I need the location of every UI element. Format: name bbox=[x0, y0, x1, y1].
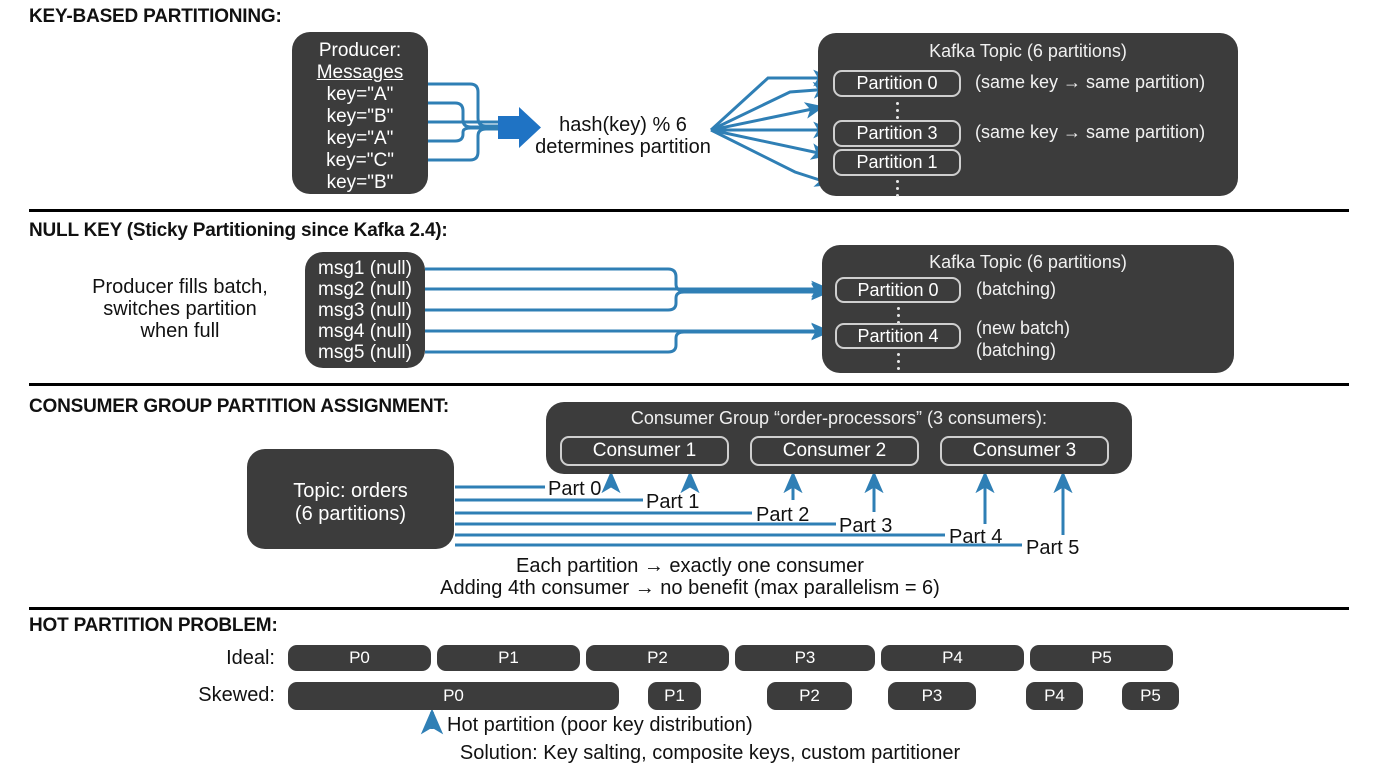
hash-to-partition-wires bbox=[709, 69, 835, 187]
null-key-caption-line1: Producer fills batch, bbox=[92, 276, 268, 298]
bar-label: P0 bbox=[349, 648, 370, 667]
kafka-topic-title: Kafka Topic (6 partitions) bbox=[929, 252, 1127, 272]
vertical-dots-icon bbox=[892, 180, 902, 201]
null-key-producer-box bbox=[305, 252, 425, 368]
skewed-bar-p4[interactable]: P4 bbox=[1026, 682, 1083, 710]
ideal-bar-p0[interactable]: P0 bbox=[288, 645, 431, 671]
ideal-bar-p2[interactable]: P2 bbox=[586, 645, 729, 671]
producer-subtitle: Messages bbox=[316, 62, 404, 83]
partition-note-new-batch: (new batch) bbox=[976, 318, 1071, 338]
hash-formula-line2: determines partition bbox=[535, 136, 711, 158]
partition-label-5: Part 5 bbox=[1026, 537, 1080, 559]
consumer-group-box: Consumer Group “order-processors” (3 con… bbox=[546, 402, 1132, 474]
null-key-message: msg2 (null) bbox=[318, 279, 412, 300]
section-divider-3 bbox=[29, 607, 1349, 610]
partition-chip-label: Partition 1 bbox=[856, 152, 938, 172]
partition-chip-0[interactable]: Partition 0 bbox=[835, 277, 961, 303]
consumer-chip-label: Consumer 3 bbox=[972, 440, 1077, 461]
ideal-bar-p4[interactable]: P4 bbox=[881, 645, 1024, 671]
partition-chip-3[interactable]: Partition 3 bbox=[833, 120, 961, 147]
bar-label: P4 bbox=[942, 648, 963, 667]
null-key-message: msg4 (null) bbox=[318, 321, 412, 342]
consumer-footnote-line1: Each partition → exactly one consumer bbox=[516, 555, 864, 577]
skewed-bar-p0[interactable]: P0 bbox=[288, 682, 619, 710]
bar-label: P2 bbox=[647, 648, 668, 667]
partition-note-3: (same key → same partition) bbox=[975, 122, 1206, 142]
ideal-bar-p1[interactable]: P1 bbox=[437, 645, 580, 671]
null-key-message: msg3 (null) bbox=[318, 300, 412, 321]
skewed-bar-p5[interactable]: P5 bbox=[1122, 682, 1179, 710]
partition-chip-label: Partition 0 bbox=[857, 279, 939, 300]
bar-label: P2 bbox=[799, 686, 820, 705]
partition-note-batching: (batching) bbox=[976, 279, 1057, 299]
bar-label: P5 bbox=[1140, 686, 1161, 705]
partition-chip-0[interactable]: Partition 0 bbox=[833, 70, 961, 97]
null-key-message: msg5 (null) bbox=[318, 342, 412, 363]
bar-label: P1 bbox=[498, 648, 519, 667]
ideal-row-label: Ideal: bbox=[226, 647, 275, 669]
section-divider-1 bbox=[29, 209, 1349, 212]
section-title-key-based: KEY-BASED PARTITIONING: bbox=[29, 6, 282, 27]
null-key-message-wires bbox=[425, 267, 831, 354]
hash-formula-line1: hash(key) % 6 bbox=[559, 114, 687, 136]
partition-chip-label: Partition 0 bbox=[856, 73, 938, 93]
consumer-footnote-line2: Adding 4th consumer → no benefit (max pa… bbox=[440, 577, 940, 599]
partition-chip-4[interactable]: Partition 4 bbox=[835, 323, 961, 349]
partition-chip-1[interactable]: Partition 1 bbox=[833, 149, 961, 176]
partition-label-3: Part 3 bbox=[839, 515, 893, 537]
kafka-topic-title: Kafka Topic (6 partitions) bbox=[929, 41, 1127, 61]
section-title-consumer-group: CONSUMER GROUP PARTITION ASSIGNMENT: bbox=[29, 396, 449, 417]
partition-label-4: Part 4 bbox=[949, 526, 1003, 548]
kafka-topic-box-1: Kafka Topic (6 partitions) bbox=[818, 33, 1238, 196]
topic-orders-line1: Topic: orders bbox=[293, 480, 408, 502]
null-key-message: msg1 (null) bbox=[318, 258, 412, 279]
skewed-row-label: Skewed: bbox=[198, 684, 275, 706]
producer-message: key="B" bbox=[326, 106, 394, 127]
consumer-chip-3[interactable]: Consumer 3 bbox=[940, 436, 1109, 466]
ideal-bar-p3[interactable]: P3 bbox=[735, 645, 875, 671]
kafka-topic-box-2: Kafka Topic (6 partitions) bbox=[822, 245, 1234, 373]
skewed-bar-p1[interactable]: P1 bbox=[648, 682, 701, 710]
partition-chip-label: Partition 3 bbox=[856, 123, 938, 143]
skewed-bar-p3[interactable]: P3 bbox=[888, 682, 976, 710]
producer-message: key="A" bbox=[326, 128, 394, 149]
topic-to-consumer-wires bbox=[455, 485, 1022, 547]
topic-orders-line2: (6 partitions) bbox=[294, 503, 407, 525]
bar-label: P3 bbox=[921, 686, 943, 705]
section-title-hot-partition: HOT PARTITION PROBLEM: bbox=[29, 615, 278, 636]
producer-message: key="B" bbox=[326, 172, 394, 193]
producer-box: Producer: Messages key="A" key="B" key="… bbox=[292, 32, 428, 194]
partition-label-2: Part 2 bbox=[756, 504, 810, 526]
bar-label: P1 bbox=[664, 686, 685, 705]
skewed-bar-p2[interactable]: P2 bbox=[767, 682, 852, 710]
consumer-chip-label: Consumer 2 bbox=[782, 440, 887, 461]
producer-message: key="A" bbox=[326, 84, 394, 105]
bar-label: P5 bbox=[1091, 648, 1112, 667]
vertical-dots-icon bbox=[893, 353, 903, 374]
producer-title: Producer: bbox=[318, 40, 402, 61]
hot-partition-solution: Solution: Key salting, composite keys, c… bbox=[459, 742, 961, 764]
vertical-dots-icon bbox=[893, 307, 903, 328]
partition-chip-label: Partition 4 bbox=[857, 325, 939, 346]
ideal-bar-p5[interactable]: P5 bbox=[1030, 645, 1173, 671]
consumer-chip-2[interactable]: Consumer 2 bbox=[750, 436, 919, 466]
partition-note-batching: (batching) bbox=[976, 340, 1057, 360]
bar-label: P4 bbox=[1044, 686, 1065, 705]
topic-orders-box bbox=[247, 449, 454, 549]
consumer-chip-label: Consumer 1 bbox=[592, 440, 697, 461]
consumer-group-title: Consumer Group “order-processors” (3 con… bbox=[630, 408, 1048, 428]
consumer-chip-1[interactable]: Consumer 1 bbox=[560, 436, 729, 466]
section-divider-2 bbox=[29, 383, 1349, 386]
vertical-dots-icon bbox=[892, 102, 902, 123]
bar-label: P3 bbox=[794, 648, 816, 667]
producer-message: key="C" bbox=[326, 150, 394, 171]
partition-label-1: Part 1 bbox=[646, 491, 700, 513]
null-key-caption-line2: switches partition bbox=[103, 298, 257, 320]
partition-note-0: (same key → same partition) bbox=[975, 72, 1206, 92]
section-title-null-key: NULL KEY (Sticky Partitioning since Kafk… bbox=[29, 220, 448, 241]
bar-label: P0 bbox=[443, 686, 464, 705]
hot-partition-note: Hot partition (poor key distribution) bbox=[447, 714, 753, 736]
null-key-caption-line3: when full bbox=[140, 320, 220, 342]
partition-label-0: Part 0 bbox=[548, 478, 602, 500]
